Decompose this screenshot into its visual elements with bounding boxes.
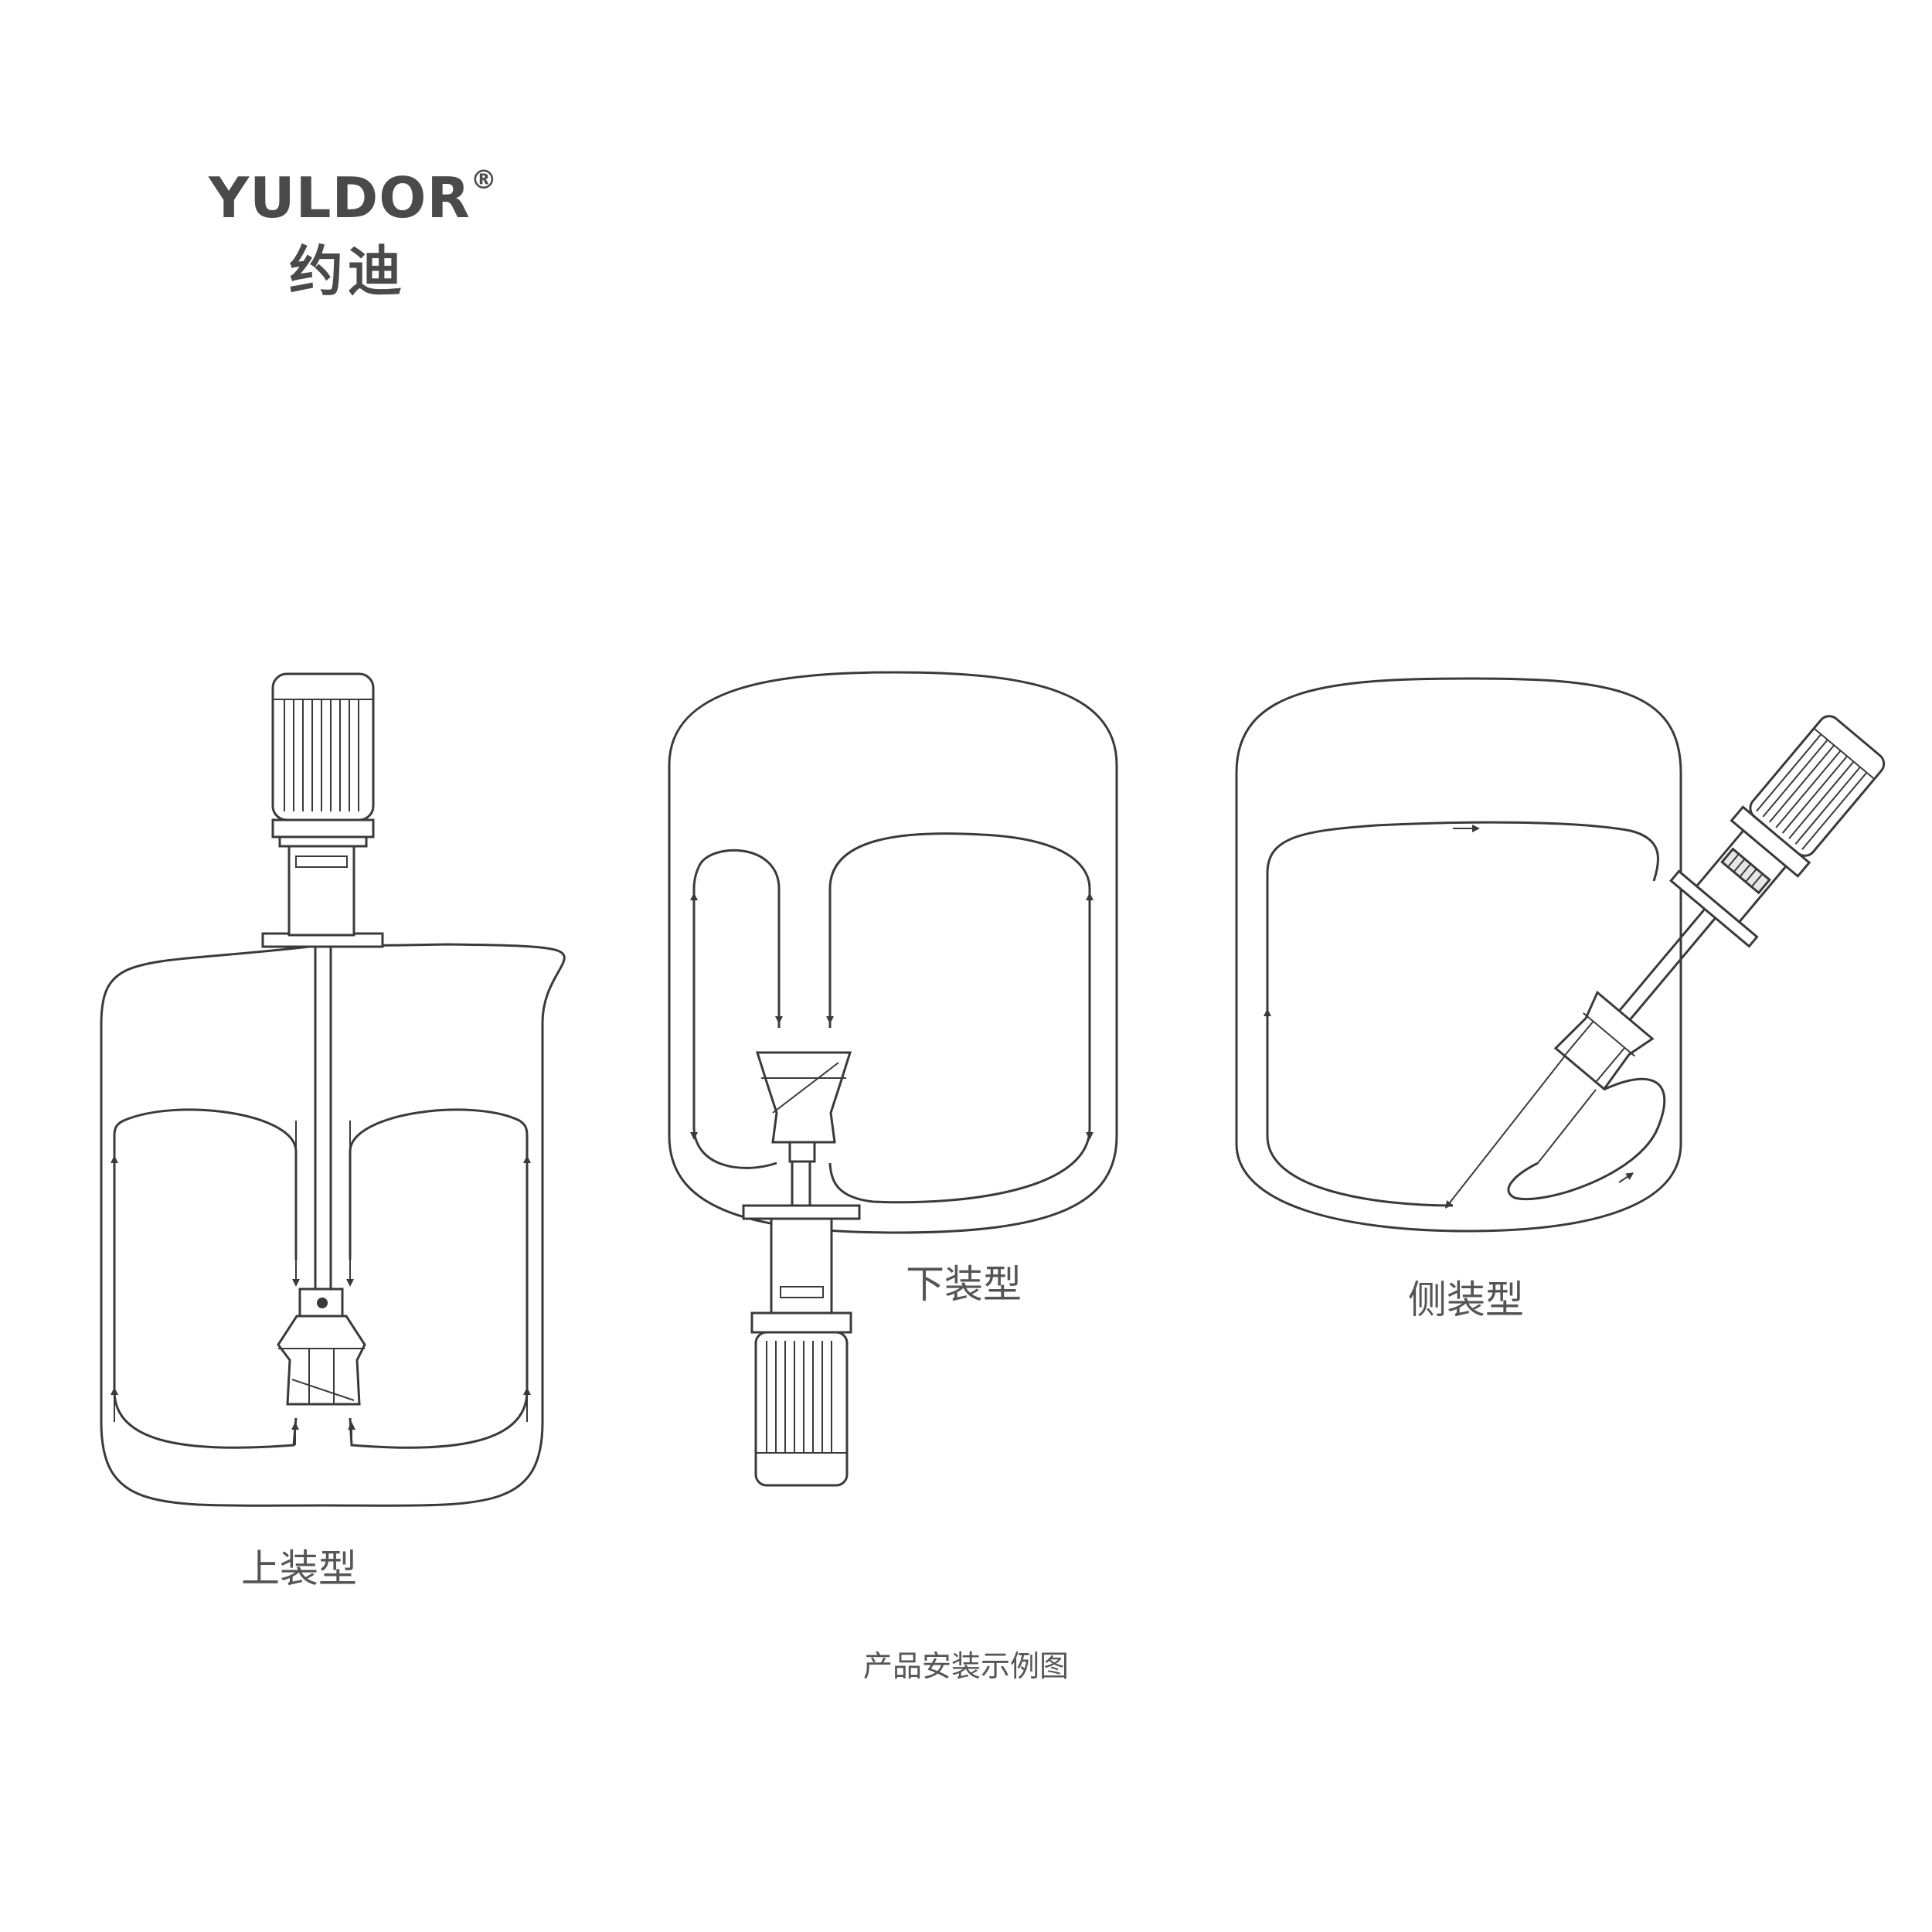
bottom-coupling-slot <box>780 1286 824 1298</box>
bottom-mounted-label: 下装型 <box>906 1262 1022 1307</box>
side-tank-vessel <box>1235 677 1682 1233</box>
bottom-impeller-hub <box>788 1141 816 1163</box>
bottom-motor-base <box>750 1311 852 1334</box>
top-coupling <box>287 845 355 937</box>
side-flow-loop-main <box>1266 821 1659 1207</box>
side-discharge-line-inner <box>1537 1089 1597 1164</box>
brand-name-cn: 约迪 <box>289 240 406 303</box>
bottom-motor-body <box>754 1331 849 1487</box>
bottom-impeller-cage <box>755 1051 852 1144</box>
side-agitator-assembly <box>1553 715 1886 1091</box>
side-impeller-cage <box>1553 990 1655 1091</box>
side-mounted-diagram <box>1235 677 1886 1233</box>
bottom-mount-flange <box>742 1204 861 1220</box>
brand-name: YULDOR® <box>209 167 497 226</box>
top-motor-fins <box>284 699 359 811</box>
top-impeller-cage <box>277 1315 366 1406</box>
top-coupling-slot <box>295 855 348 868</box>
top-mounted-diagram <box>100 672 566 1507</box>
figure-caption: 产品安装示例图 <box>862 1649 1069 1683</box>
top-motor-base <box>271 818 375 838</box>
top-motor-base-plate <box>278 835 368 848</box>
side-mounted-label: 侧装型 <box>1408 1277 1524 1322</box>
bottom-tank-vessel <box>668 671 1118 1234</box>
bottom-flow-loop-left <box>692 849 781 1169</box>
brand-logo: YULDOR® 约迪 <box>209 167 497 303</box>
top-motor-body <box>271 672 375 821</box>
bottom-motor-fins <box>766 1341 832 1453</box>
side-flow-loop-small <box>1507 1077 1666 1200</box>
top-flow-loop-right <box>349 1108 529 1449</box>
brand-name-text: YULDOR <box>209 165 471 230</box>
top-mounted-label: 上装型 <box>241 1546 357 1591</box>
side-discharge-line-left <box>1444 1050 1570 1209</box>
top-flow-loop-left <box>113 1108 298 1449</box>
bottom-mounted-diagram <box>668 671 1118 1487</box>
bottom-coupling <box>770 1217 833 1315</box>
side-motor-fins <box>1756 733 1868 850</box>
top-impeller-nut <box>317 1298 328 1308</box>
top-impeller-blade <box>291 1379 355 1401</box>
top-tank-vessel <box>100 943 566 1507</box>
bottom-flow-loop-right <box>828 832 1091 1204</box>
registered-mark: ® <box>470 165 498 196</box>
side-motor-body <box>1749 715 1886 857</box>
